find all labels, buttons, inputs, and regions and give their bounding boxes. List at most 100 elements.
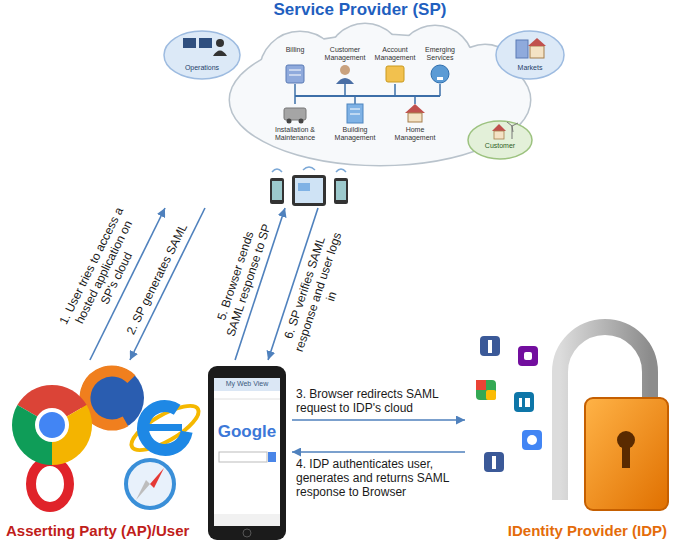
service-icons [408, 113, 422, 122]
safari-logo [150, 468, 164, 488]
node-heading: IDentity Provider (IDP) [508, 522, 667, 540]
wifi-signal [272, 169, 282, 172]
service-bus [295, 84, 440, 104]
service-icons [289, 75, 301, 76]
ie-logo [126, 398, 205, 459]
smartphone [208, 366, 286, 540]
cloud-service-label: Billing [275, 46, 315, 54]
markets-bubble [496, 31, 564, 79]
social-login-icons [518, 346, 538, 366]
service-bus [354, 96, 356, 104]
customer-bubble [468, 121, 532, 159]
service-bus [294, 84, 296, 104]
step-label: 5. Browser sends SAML response to SP [209, 213, 276, 343]
social-login-icons [486, 390, 496, 400]
mobile-devices [334, 178, 348, 204]
cloud-fill [260, 32, 340, 112]
service-bus [295, 95, 440, 97]
operations-bubble [164, 31, 240, 79]
cloud-service-label: Markets [508, 64, 552, 72]
service-icons [347, 104, 363, 123]
social-login-icons [524, 352, 532, 360]
ie-logo [148, 424, 182, 431]
ie-logo [126, 398, 205, 459]
smartphone [243, 529, 251, 537]
operations-bubble [199, 38, 212, 48]
cloud-service-label: Installation & Maintenance [267, 126, 323, 142]
social-login-icons [488, 340, 492, 353]
service-icons [405, 104, 425, 113]
smartphone [214, 378, 280, 391]
cloud-fill [327, 24, 403, 100]
markets-bubble [530, 46, 544, 58]
flow-arrow [292, 451, 465, 453]
step-label: 4. IDP authenticates user, generates and… [296, 457, 460, 499]
mobile-devices [270, 175, 348, 206]
service-bus [414, 96, 416, 104]
social-login-icons [514, 392, 534, 412]
chrome-logo [35, 408, 69, 442]
mobile-devices [336, 181, 346, 200]
opera-logo [31, 461, 69, 507]
cloud-service-label: Home Management [390, 126, 440, 142]
chrome-logo [12, 385, 92, 465]
padlock-icon [622, 444, 630, 468]
wifi-signal [336, 169, 346, 172]
smartphone [208, 366, 286, 540]
padlock-icon [585, 398, 668, 510]
service-icons [286, 65, 304, 83]
customer-bubble [507, 122, 518, 132]
mobile-devices [298, 183, 310, 191]
service-icons [289, 70, 301, 71]
connector-group [90, 208, 465, 452]
smartphone [219, 452, 267, 462]
customer-bubble [468, 121, 532, 159]
service-bus [439, 84, 441, 96]
mobile-devices [295, 178, 323, 203]
operations-bubble [183, 38, 196, 48]
chrome-logo [39, 412, 65, 438]
ie-logo [140, 403, 191, 454]
mobile-devices [292, 175, 326, 206]
operations-bubble [216, 39, 224, 47]
service-icons [340, 65, 350, 75]
service-icons [299, 119, 304, 124]
cloud-fill [230, 24, 530, 165]
social-login-icons [476, 380, 496, 400]
mobile-devices [272, 181, 282, 200]
flow-arrow [292, 419, 465, 421]
service-icons [386, 66, 404, 82]
social-login-icons [476, 336, 542, 472]
social-login-icons [525, 398, 530, 407]
service-icons [350, 109, 360, 110]
social-login-icons [476, 380, 486, 390]
cloud-service-label: Building Management [330, 126, 380, 142]
markets-bubble [496, 31, 564, 79]
service-icons [350, 114, 360, 115]
step-label: 3. Browser redirects SAML request to IDP… [296, 387, 460, 415]
service-icons [284, 65, 449, 124]
social-login-icons [527, 435, 537, 445]
service-bus [394, 84, 396, 96]
service-icons [431, 65, 449, 83]
operations-bubble [164, 31, 240, 79]
markets-bubble [528, 38, 546, 46]
social-login-icons [480, 336, 500, 356]
social-login-icons [484, 452, 504, 472]
wifi-signal [303, 167, 315, 170]
node-heading: Asserting Party (AP)/User [6, 522, 189, 540]
cloud-service-label: Emerging Services [417, 46, 463, 62]
cloud-service-label: Operations [177, 64, 227, 72]
smartphone [214, 514, 280, 526]
cloud-outline [230, 24, 530, 165]
service-icons [437, 77, 443, 80]
flow-arrow [130, 208, 205, 360]
social-login-icons [522, 430, 542, 450]
service-icons [287, 119, 292, 124]
markets-bubble [516, 40, 528, 58]
customer-bubble [494, 131, 504, 139]
cloud-outline [327, 24, 403, 100]
safari-logo [126, 460, 174, 508]
wifi-signal [272, 167, 346, 172]
